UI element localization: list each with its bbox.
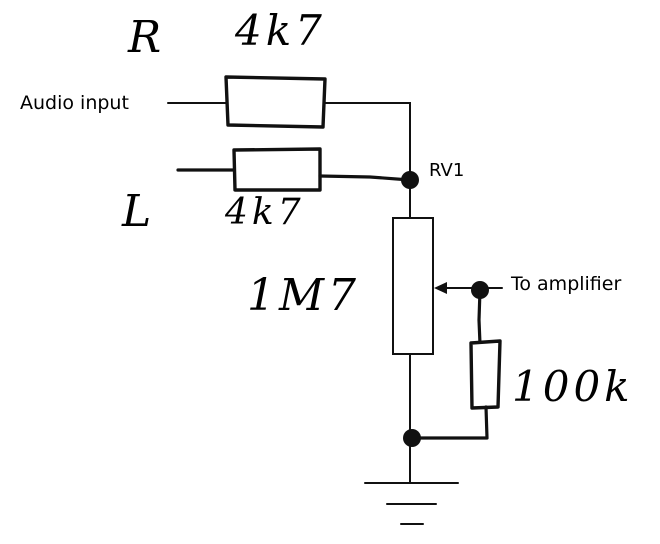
shunt-bottom-wire [416,405,489,440]
pot-value: 1M7 [247,270,361,321]
to-amplifier-label: To amplifier [511,273,622,295]
ground-junction-dot [403,429,421,447]
l-output-wire [318,174,412,182]
shunt-resistor [469,339,502,410]
rv1-label: RV1 [429,160,465,181]
shunt-top-wire [477,288,482,346]
potentiometer-body [392,217,434,355]
wiper-arrow [434,282,447,294]
r-output-wire [324,102,411,181]
channel-r-label: R [128,12,166,63]
r-channel-resistor [224,75,327,129]
l-channel-resistor [232,147,322,192]
shunt-resistor-value: 100k [512,362,634,411]
channel-l-label: L [122,186,156,237]
r-resistor-value: 4k7 [235,6,326,55]
l-resistor-value: 4k7 [225,192,305,233]
audio-input-label: Audio input [20,92,129,114]
